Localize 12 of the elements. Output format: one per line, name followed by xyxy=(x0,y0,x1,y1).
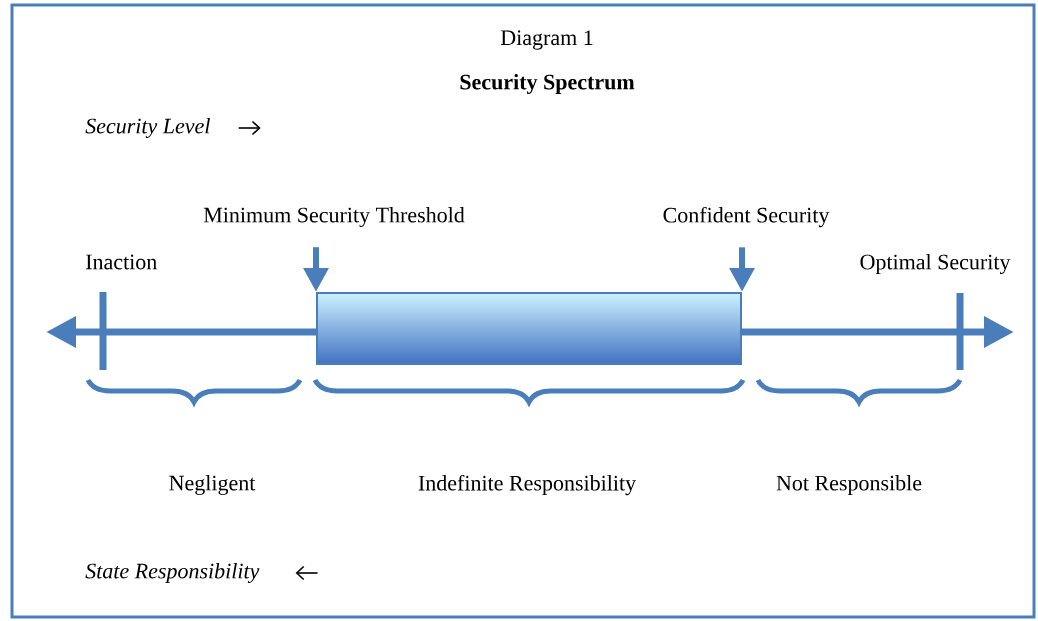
label-text: Negligent xyxy=(169,475,256,495)
label-text: Indefinite Responsibility xyxy=(418,474,637,496)
label-text: Security Level xyxy=(85,118,210,138)
label-text: Not Responsible xyxy=(776,475,922,495)
range-bar xyxy=(316,292,742,365)
annotation-text: Minimum Security Threshold xyxy=(203,207,465,227)
title-text: Security Spectrum xyxy=(460,74,635,94)
label-text: Optimal Security xyxy=(860,254,1011,274)
label-text: Inaction xyxy=(86,254,157,270)
label-text: Diagram 1 xyxy=(500,30,593,50)
annotation-text: Confident Security xyxy=(663,206,830,228)
label-text: State Responsibility xyxy=(85,563,260,583)
